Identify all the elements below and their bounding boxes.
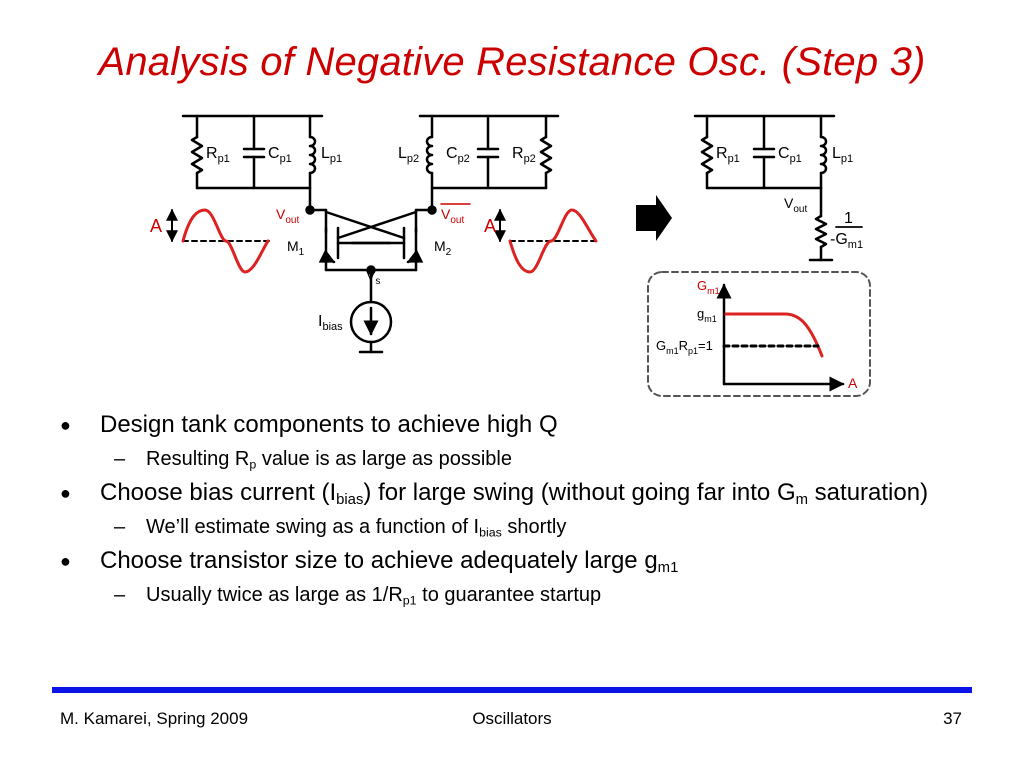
transistor-pair (305, 205, 437, 304)
label-fraction-den: -Gm1 (830, 231, 863, 251)
bullet-item: ● Choose transistor size to achieve adequ… (60, 546, 980, 576)
label-cp1-eq: Cp1 (778, 145, 802, 165)
bullet-text: value is as large as possible (256, 448, 512, 470)
bullet-item: ● Design tank components to achieve high … (60, 410, 980, 440)
circuit-figure: Rp1 Cp1 Lp1 Lp2 Cp2 Rp2 Vout Vout M1 M2 … (150, 114, 871, 397)
label-lp1-left: Lp1 (321, 145, 342, 165)
bullet-marker: ● (60, 483, 71, 503)
sub-bullet-item: –Usually twice as large as 1/Rp1 to guar… (60, 582, 980, 608)
footer-center: Oscillators (472, 709, 552, 728)
subscript-text: bias (479, 525, 502, 540)
subscript-text: m1 (657, 560, 679, 577)
bullet-item: ● Choose bias current (Ibias) for large s… (60, 478, 980, 508)
bullet-text: shortly (501, 516, 567, 538)
bullet-text: saturation) (808, 479, 929, 506)
subscript-text: p (249, 457, 257, 472)
label-fraction-num: 1 (844, 210, 853, 227)
label-vout-bar: Vout (441, 206, 464, 226)
label-amplitude-left: A (150, 216, 162, 236)
label-rp2: Rp2 (512, 145, 536, 165)
subscript-text: m (795, 492, 809, 509)
sub-bullet-item: –We’ll estimate swing as a function of I… (60, 514, 980, 540)
label-vout-eq: Vout (784, 195, 807, 215)
label-lp1-eq: Lp1 (832, 145, 853, 165)
left-tank (181, 114, 324, 212)
label-ibias: Ibias (318, 313, 343, 333)
bullet-text: Usually twice as large as 1/R (146, 584, 403, 606)
plot-label-Gm1: Gm1 (697, 278, 720, 296)
right-sine-wave (494, 208, 599, 274)
label-vout: Vout (276, 206, 299, 226)
left-sine-wave (166, 208, 271, 274)
label-rp1-left: Rp1 (206, 145, 230, 165)
bias-current-source (349, 300, 393, 354)
dash-marker: – (114, 516, 126, 538)
slide-title: Analysis of Negative Resistance Osc. (St… (98, 40, 926, 84)
label-rp1-eq: Rp1 (716, 145, 740, 165)
bullet-text: ) for large swing (without going far int… (363, 479, 796, 506)
bullet-text: to guarantee startup (416, 584, 602, 606)
label-vs: Vs (366, 267, 380, 287)
plot-label-A: A (848, 375, 858, 391)
bullet-marker: ● (60, 551, 71, 571)
bullet-marker: ● (60, 415, 71, 435)
subscript-text: bias (336, 492, 364, 509)
label-cp1-left: Cp1 (268, 145, 292, 165)
bullet-text: Choose transistor size to achieve adequa… (100, 547, 658, 574)
plot-label-startup: Gm1Rp1=1 (656, 338, 713, 356)
plot-label-gm1: gm1 (697, 306, 717, 324)
dash-marker: – (114, 448, 126, 470)
equivalent-tank (693, 114, 863, 262)
bullet-text: Design tank components to achieve high Q (100, 411, 558, 438)
bullet-text: We’ll estimate swing as a function of I (146, 516, 480, 538)
footer-author: M. Kamarei, Spring 2009 (60, 709, 249, 728)
bullet-text: Resulting R (146, 448, 250, 470)
label-m2: M2 (434, 238, 452, 258)
dash-marker: – (114, 584, 126, 606)
gm-plot (647, 271, 871, 397)
bullet-text: Choose bias current (I (100, 479, 337, 506)
subscript-text: p1 (402, 593, 417, 608)
arrow-right-icon (636, 195, 672, 241)
label-cp2: Cp2 (446, 145, 470, 165)
label-amplitude-right: A (484, 216, 496, 236)
label-m1: M1 (287, 238, 305, 258)
footer-page-number: 37 (943, 709, 962, 728)
label-lp2: Lp2 (398, 145, 419, 165)
footer-rule (52, 687, 972, 693)
right-tank (418, 114, 560, 212)
bullet-list: ● Design tank components to achieve high … (60, 410, 980, 614)
sub-bullet-item: –Resulting Rp value is as large as possi… (60, 446, 980, 472)
